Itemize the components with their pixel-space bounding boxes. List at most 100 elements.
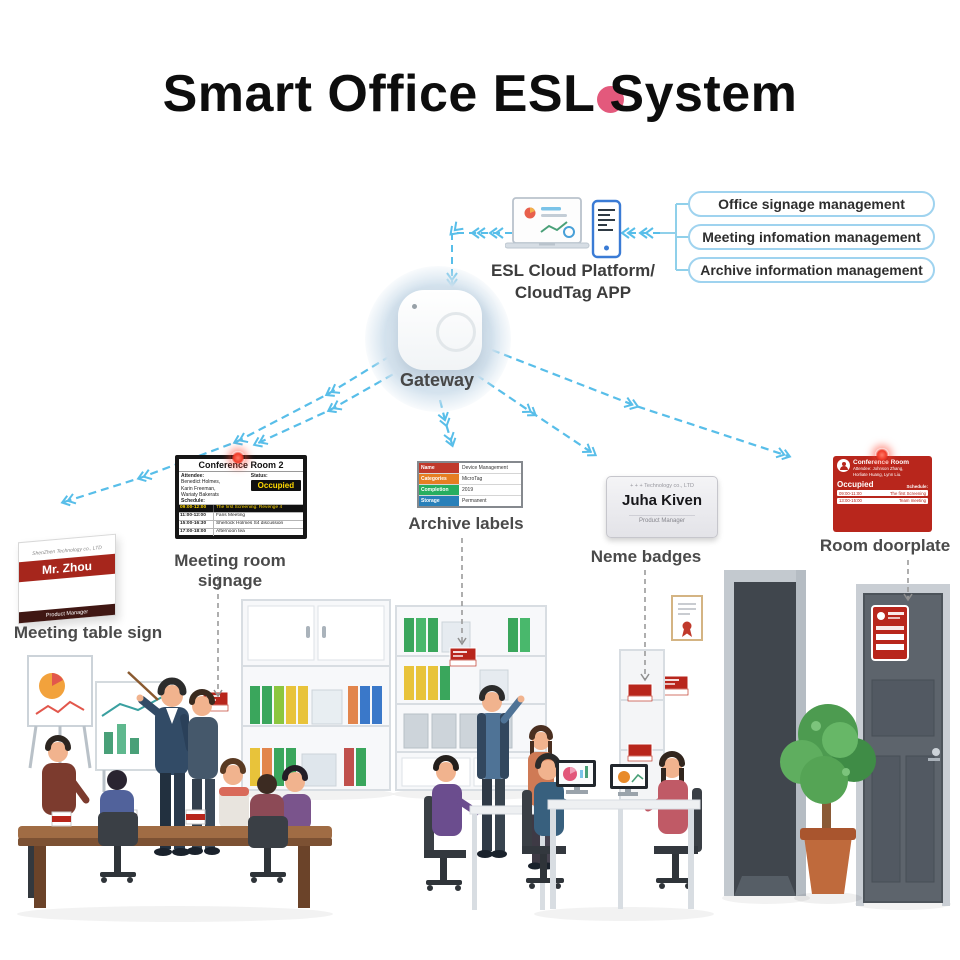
schedule-row: 17:00-18:00 Afternoon tea xyxy=(179,527,303,536)
doorplate-time: 13:00-15:00 xyxy=(839,498,862,504)
schedule-row: 15:00-16:30 Sherlock Holmes S4 discussio… xyxy=(179,519,303,528)
cloud-platform-label-line2: CloudTag APP xyxy=(514,283,632,303)
caption-archive-labels: Archive labels xyxy=(408,514,524,533)
archive-label-device: Name Device Management Categories MicroT… xyxy=(417,461,523,508)
caption-meeting-table-sign: Meeting table sign xyxy=(13,623,163,642)
archive-value: Device Management xyxy=(462,465,508,471)
standing-person xyxy=(477,685,525,858)
seated-person-back xyxy=(248,774,288,883)
mini-table-sign xyxy=(185,809,206,825)
seated-person xyxy=(28,735,90,898)
archive-key: Completion xyxy=(419,485,459,495)
caption-meeting-room-signage: Meeting room signage xyxy=(174,551,286,590)
potted-plant xyxy=(780,704,876,904)
management-label-office-signage: Office signage management xyxy=(688,191,935,217)
doorplate-schedule-row: 13:00-15:00 Team meeting xyxy=(837,497,928,504)
cloud-platform-label: ESL Cloud Platform/ CloudTag APP xyxy=(468,260,678,304)
doorplate-header-text: Conference Room Attendee: Johnson Zhang,… xyxy=(853,459,909,478)
archive-row: Storage Permanent xyxy=(419,495,521,506)
cloud-platform-label-line1: ESL Cloud Platform/ xyxy=(490,261,656,280)
presenter-pointing xyxy=(127,671,194,856)
seated-person-back xyxy=(98,770,138,883)
doorplate-attendees: Attendee: Johnson Zhang, xyxy=(853,466,904,472)
room-doorplate-device: Conference Room Attendee: Johnson Zhang,… xyxy=(833,448,932,532)
doorplate-schedule-label: Schedule: xyxy=(906,483,928,489)
doorplate-header: Conference Room Attendee: Johnson Zhang,… xyxy=(837,459,928,478)
gateway-device xyxy=(398,290,482,370)
gateway-label: Gateway xyxy=(399,370,475,390)
laptop-phone-icon xyxy=(505,197,622,259)
table-sign-name: Mr. Zhou xyxy=(19,553,115,583)
mini-table-sign xyxy=(51,811,72,827)
schedule-event: Fans Meeting xyxy=(216,512,246,518)
archive-value: Permanent xyxy=(462,498,487,504)
doorplate-schedule-row: 09:00-11:00 The first Screening xyxy=(837,490,928,497)
schedule-row: 11:00-12:00 Fans Meeting xyxy=(179,511,303,520)
led-indicator xyxy=(231,451,245,465)
status-label: Status: xyxy=(250,473,268,479)
status-badge: Occupied xyxy=(250,480,301,491)
seated-person xyxy=(219,758,249,829)
esl-chip xyxy=(627,683,653,702)
table-sign-front: ShenZhen Technology co., LTD Mr. Zhou Pr… xyxy=(18,533,116,625)
door-sign xyxy=(871,605,909,661)
archive-row: Name Device Management xyxy=(419,463,521,473)
link-cloud-gateway xyxy=(446,221,512,288)
management-label-meeting-information: Meeting infomation management xyxy=(688,224,935,250)
schedule-row: 09:00-12:00 The first Screening: Revenge… xyxy=(179,504,303,512)
schedule-time: 17:00-18:00 xyxy=(179,528,214,536)
archive-value: MicroTag xyxy=(462,476,483,482)
badge-name: Juha Kiven xyxy=(621,492,703,509)
page-title: Smart Office ESL System xyxy=(162,65,798,123)
doorplate-time: 09:00-11:00 xyxy=(839,490,862,496)
archive-value: 2019 xyxy=(462,487,474,493)
doorplate-attendees: Horliate Huang, Lynn Liu. xyxy=(853,472,902,478)
link-gateway-tablesign xyxy=(60,355,391,507)
badge-company: + + + Technology co., LTD xyxy=(630,483,694,489)
management-label-archive-information: Archive information management xyxy=(688,257,935,283)
archive-key: Storage xyxy=(419,496,459,506)
shelf-unit-a xyxy=(202,599,394,800)
archive-key: Name xyxy=(419,463,459,473)
archive-row: Completion 2019 xyxy=(419,484,521,495)
archive-key: Categories xyxy=(419,474,459,484)
schedule-time: 11:00-12:00 xyxy=(179,512,214,520)
name-badge-device: + + + Technology co., LTD Juha Kiven Pro… xyxy=(606,476,718,538)
seated-person xyxy=(281,765,311,830)
esl-chip xyxy=(449,647,477,667)
schedule-time: 15:00-16:30 xyxy=(179,520,214,528)
attendee-label: Attendee: xyxy=(181,473,205,479)
schedule-event: Sherlock Holmes S4 discussion xyxy=(216,520,284,526)
gateway-button-ring xyxy=(436,312,476,352)
doorplate-event: The first Screening xyxy=(889,490,926,496)
office-scene-illustration xyxy=(17,570,951,922)
signage-attendees: Attendee: Benedict Holmes, Karin Freeman… xyxy=(181,473,249,498)
doorplate-status-row: Occupied Schedule: xyxy=(837,480,928,489)
caption-name-badges: Neme badges xyxy=(590,547,702,566)
link-gateway-doorplate xyxy=(491,348,792,461)
badge-title: Product Manager xyxy=(628,515,696,524)
archive-row: Categories MicroTag xyxy=(419,473,521,484)
led-indicator xyxy=(875,448,889,462)
flipchart-easel xyxy=(27,655,93,769)
monitor xyxy=(556,760,596,794)
avatar-icon xyxy=(837,459,850,472)
caption-room-doorplate: Room doorplate xyxy=(819,536,951,555)
doorplate-status: Occupied xyxy=(837,479,874,489)
meeting-room-signage-device: Conference Room 2 Attendee: Benedict Hol… xyxy=(175,451,307,539)
meeting-table-sign-device: ShenZhen Technology co., LTD Mr. Zhou Pr… xyxy=(18,533,116,625)
gateway-led-dot xyxy=(412,304,417,309)
certificate-frame xyxy=(671,595,703,641)
schedule-event: Afternoon tea xyxy=(216,528,245,534)
esl-chip xyxy=(627,743,653,762)
signage-info-row: Attendee: Benedict Holmes, Karin Freeman… xyxy=(179,472,303,498)
monitor xyxy=(610,764,648,796)
schedule-event: The first Screening: Revenge 4 xyxy=(216,505,283,510)
doorplate-title: Conference Room xyxy=(853,459,909,466)
desk-area xyxy=(534,760,714,921)
schedule-time: 09:00-12:00 xyxy=(179,505,214,512)
doorplate-event: Team meeting xyxy=(899,498,926,504)
decorative-dot xyxy=(597,86,624,113)
signage-status: Status: Occupied xyxy=(249,473,301,498)
